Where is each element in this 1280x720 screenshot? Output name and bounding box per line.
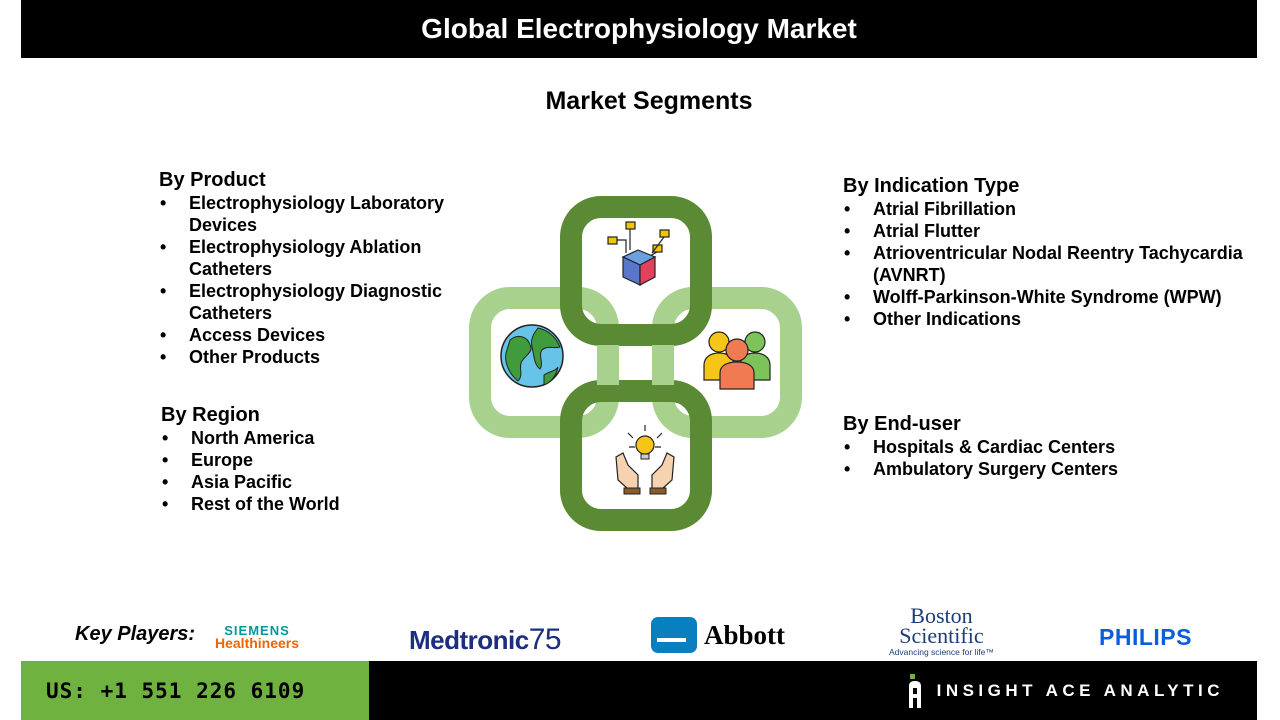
logo-text: Healthineers	[215, 635, 300, 651]
medtronic-logo: Medtronic75	[409, 623, 562, 657]
segment-heading: By Region	[161, 404, 260, 426]
segment-by-indication-type: By Indication Type Atrial Fibrillation A…	[843, 174, 1273, 330]
segment-list: Hospitals & Cardiac Centers Ambulatory S…	[843, 436, 1243, 480]
list-item: Wolff-Parkinson-White Syndrome (WPW)	[843, 286, 1273, 308]
abbott-logo: Abbott	[650, 616, 785, 654]
abbott-mark-icon	[651, 617, 697, 653]
logo-text: SIEMENS	[224, 623, 290, 638]
logo-number: 75	[528, 623, 562, 656]
segment-heading: By Product	[159, 169, 266, 191]
list-item: Atrial Fibrillation	[843, 198, 1273, 220]
list-item: Europe	[161, 449, 461, 471]
brand-name: INSIGHT ACE ANALYTIC	[936, 680, 1224, 700]
logo-text: Boston	[910, 603, 973, 628]
philips-logo: PHILIPS	[1099, 624, 1192, 650]
insight-ace-logo-icon	[908, 673, 921, 708]
segment-list: North America Europe Asia Pacific Rest o…	[161, 427, 461, 515]
segment-by-end-user: By End-user Hospitals & Cardiac Centers …	[843, 412, 1243, 480]
segment-heading: By End-user	[843, 413, 961, 435]
list-item: Atrial Flutter	[843, 220, 1273, 242]
list-item: Electrophysiology Ablation Catheters	[159, 236, 469, 280]
title-bar: Global Electrophysiology Market	[21, 0, 1257, 58]
key-players-label: Key Players:	[75, 623, 196, 645]
siemens-healthineers-logo: SIEMENS Healthineers	[215, 624, 299, 650]
segment-list: Atrial Fibrillation Atrial Flutter Atrio…	[843, 198, 1273, 330]
list-item: Asia Pacific	[161, 471, 461, 493]
interlocking-segments-graphic	[469, 196, 802, 531]
logo-text: Scientific	[899, 623, 984, 648]
brand-bar: INSIGHT ACE ANALYTIC	[369, 661, 1257, 720]
list-item: Rest of the World	[161, 493, 461, 515]
logo-text: Abbott	[704, 619, 786, 650]
hands-lightbulb-icon	[615, 425, 675, 495]
section-subtitle: Market Segments	[545, 87, 753, 115]
top-link	[560, 196, 712, 346]
contact-phone: US: +1 551 226 6109	[21, 661, 369, 720]
logo-text: Medtronic	[409, 625, 529, 655]
list-item: Atrioventricular Nodal Reentry Tachycard…	[843, 242, 1273, 286]
page-title: Global Electrophysiology Market	[421, 13, 857, 44]
cube-network-icon	[607, 221, 670, 286]
list-item: Electrophysiology Diagnostic Catheters	[159, 280, 469, 324]
list-item: Other Products	[159, 346, 469, 368]
list-item: Access Devices	[159, 324, 469, 346]
people-group-icon	[703, 331, 771, 390]
globe-icon	[500, 324, 564, 388]
bottom-link	[560, 380, 712, 531]
segment-by-region: By Region North America Europe Asia Paci…	[161, 403, 461, 515]
list-item: Ambulatory Surgery Centers	[843, 458, 1243, 480]
segment-heading: By Indication Type	[843, 175, 1020, 197]
segment-by-product: By Product Electrophysiology Laboratory …	[159, 168, 469, 368]
list-item: North America	[161, 427, 461, 449]
list-item: Hospitals & Cardiac Centers	[843, 436, 1243, 458]
segment-list: Electrophysiology Laboratory Devices Ele…	[159, 192, 469, 368]
list-item: Electrophysiology Laboratory Devices	[159, 192, 469, 236]
list-item: Other Indications	[843, 308, 1273, 330]
boston-scientific-logo: Boston Scientific Advancing science for …	[889, 603, 994, 658]
phone-text: US: +1 551 226 6109	[46, 678, 306, 703]
logo-tagline: Advancing science for life™	[889, 647, 994, 657]
